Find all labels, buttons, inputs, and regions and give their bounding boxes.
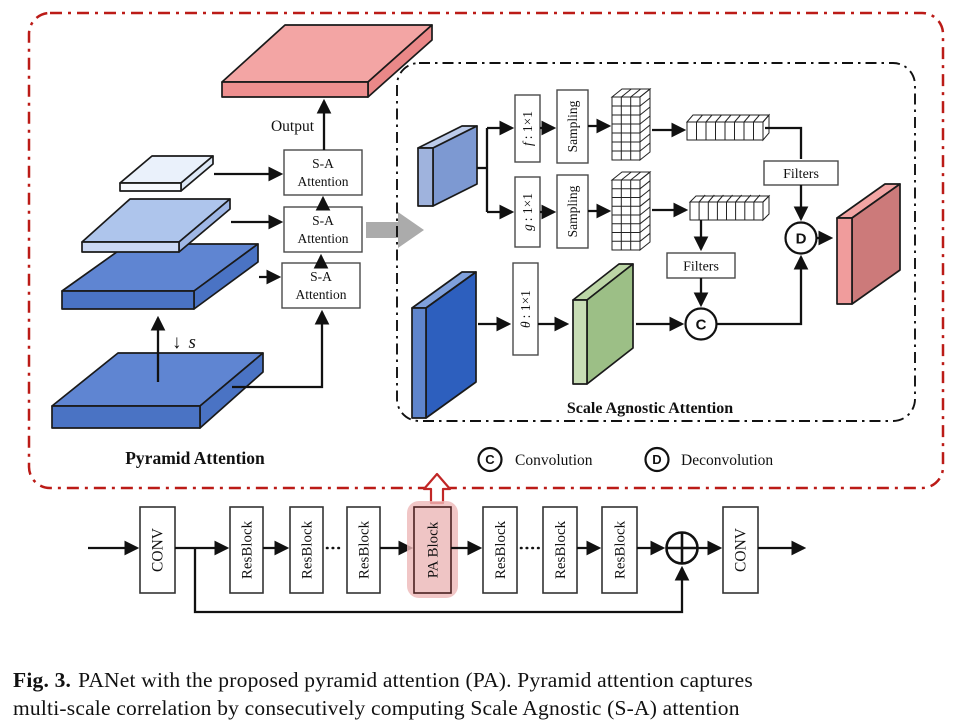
pa-block-label: PA Block: [426, 521, 442, 578]
sa-output-slab: [836, 183, 901, 305]
sa3-line1: S-A: [310, 269, 332, 284]
sa1-line1: S-A: [312, 156, 334, 171]
resblock6-label: ResBlock: [613, 520, 629, 579]
conv-block-2: CONV: [722, 506, 759, 594]
theta-conv-box: θ: 1×1: [512, 262, 539, 356]
filters1-label: Filters: [783, 167, 819, 182]
sampling1-label: Sampling: [565, 100, 580, 152]
filters-box-2: Filters: [666, 252, 736, 279]
output-label: Output: [271, 118, 315, 135]
sa2-line1: S-A: [312, 213, 334, 228]
pyramid-plane-2: [81, 198, 231, 253]
legend-convolution-label: Convolution: [515, 452, 593, 469]
filters-box-1: Filters: [763, 160, 839, 186]
resblock1-label: ResBlock: [240, 520, 256, 579]
resblock2-label: ResBlock: [300, 520, 316, 579]
sa1-line2: Attention: [298, 174, 349, 189]
pyramid-attention-title: Pyramid Attention: [125, 448, 265, 468]
pa-block: PA Block: [407, 501, 458, 598]
sa-attention-box-3: S-A Attention: [281, 262, 361, 309]
zoom-in-block-arrow: [366, 212, 424, 248]
pa-expand-arrow: [422, 472, 452, 505]
small-feature-slab: [417, 125, 478, 207]
legend-c-circle: [477, 446, 503, 473]
resblock4-label: ResBlock: [493, 520, 509, 579]
scale-agnostic-frame: [396, 62, 916, 422]
deconvolution-node: D: [784, 221, 818, 255]
orange-strip: [688, 194, 771, 222]
gray-strip: [685, 113, 771, 142]
d-node-letter: D: [796, 231, 807, 248]
gray-patch-grid: [610, 87, 652, 162]
legend-c-letter: C: [485, 452, 495, 467]
g-conv-box: g: 1×1: [514, 176, 541, 248]
strip-to-filters1-line: [765, 126, 803, 159]
resblock-6: ResBlock: [601, 506, 638, 594]
input-feature-slab: [411, 271, 477, 419]
resblock-4: ResBlock: [482, 506, 518, 594]
orange-patch-grid: [610, 170, 652, 252]
figure-caption: Fig. 3.PANet with the proposed pyramid a…: [13, 668, 753, 720]
legend-d-circle: [644, 446, 670, 473]
sampling-box-2: Sampling: [556, 174, 589, 249]
scale-agnostic-title: Scale Agnostic Attention: [567, 400, 733, 417]
pyramid-plane-3: [61, 243, 259, 310]
resblock-3: ResBlock: [346, 506, 381, 594]
f-conv-label: f: 1×1: [520, 111, 535, 146]
panet-backbone: CONV ResBlock ResBlock ResBlock PA Block…: [88, 501, 807, 614]
sa3-line2: Attention: [296, 287, 347, 302]
green-feature-slab: [572, 263, 634, 385]
resblock-2: ResBlock: [289, 506, 324, 594]
resblock-5: ResBlock: [542, 506, 578, 594]
conv1-label: CONV: [150, 527, 167, 572]
legend-d-letter: D: [652, 452, 661, 467]
caption-line-1: Fig. 3.PANet with the proposed pyramid a…: [13, 668, 753, 692]
legend-deconvolution-label: Deconvolution: [681, 452, 773, 469]
downsample-label: ↓s: [172, 332, 196, 353]
skip-connection: [193, 548, 690, 614]
convolution-node: C: [684, 307, 718, 341]
add-node: [665, 531, 699, 565]
sa-attention-box-1: S-A Attention: [283, 149, 363, 196]
sa2-line2: Attention: [298, 231, 349, 246]
theta-conv-label: θ: 1×1: [518, 290, 533, 328]
c-to-d-line: [716, 254, 809, 326]
sampling2-label: Sampling: [565, 185, 580, 237]
filters2-label: Filters: [683, 260, 719, 275]
resblock-1: ResBlock: [229, 506, 264, 594]
c-node-letter: C: [696, 317, 707, 334]
f-conv-box: f: 1×1: [514, 94, 541, 163]
plane-bottom-to-sa-arrow: [232, 309, 330, 389]
conv-block-1: CONV: [139, 506, 176, 594]
sampling-box-1: Sampling: [556, 89, 589, 164]
pyramid-attention-group: ↓s S-A Attention S-A Attention S-A Atten…: [51, 24, 433, 468]
legend: C Convolution D Deconvolution: [477, 446, 773, 473]
g-conv-label: g: 1×1: [520, 193, 535, 231]
resblock5-label: ResBlock: [553, 520, 569, 579]
pyramid-plane-1: [119, 155, 214, 192]
conv2-label: CONV: [733, 527, 750, 572]
pyramid-attention-frame: [27, 11, 945, 490]
scale-agnostic-attention-group: f: 1×1 g: 1×1 θ: 1×1 Sampling Sampling: [396, 62, 916, 422]
caption-line-2: multi-scale correlation by consecutively…: [13, 696, 740, 720]
sa-attention-box-2: S-A Attention: [283, 206, 363, 253]
resblock3-label: ResBlock: [357, 520, 373, 579]
output-slab: [221, 24, 433, 98]
